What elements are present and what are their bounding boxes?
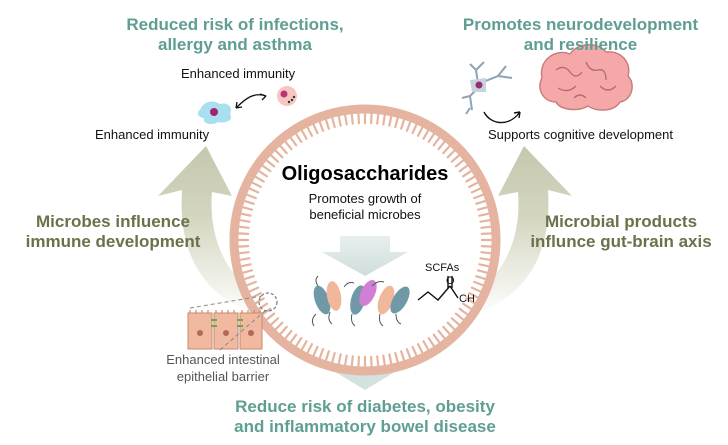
neuro-arrow-icon xyxy=(483,111,521,124)
label-immunity-top: Enhanced immunity xyxy=(181,66,296,81)
heading-diabetes: Reduce risk of diabetes, obesity and inf… xyxy=(200,397,530,437)
heading-gutbrain-line1: Microbial products xyxy=(544,212,698,231)
heading-infections-line1: Reduced risk of infections, xyxy=(126,15,344,34)
center-subtitle: Promotes growth of beneficial microbes xyxy=(265,191,465,223)
brain-icon xyxy=(539,44,633,111)
neuron-icon xyxy=(461,61,513,115)
heading-diabetes-line2: and inflammatory bowel disease xyxy=(234,417,496,436)
immune-cell-side-icon xyxy=(197,101,232,125)
microbe xyxy=(377,285,395,315)
arrowhead xyxy=(513,111,521,119)
flagella xyxy=(311,275,402,327)
label-cognitive: Supports cognitive development xyxy=(488,127,674,142)
center-down-arrow xyxy=(322,236,408,276)
heading-gutbrain-line2: influnce gut-brain axis xyxy=(530,232,712,251)
label-immunity-side: Enhanced immunity xyxy=(95,127,210,142)
heading-neuro-line1: Promotes neurodevelopment xyxy=(462,15,699,34)
immune-cell-top-icon xyxy=(277,86,297,106)
microbe-cluster xyxy=(311,275,410,327)
heading-immune-line1: Microbes influence xyxy=(36,212,190,231)
heading-infections: Reduced risk of infections, allergy and … xyxy=(105,15,365,55)
heading-infections-line2: allergy and asthma xyxy=(157,35,312,54)
scfa-molecule xyxy=(417,276,459,301)
left-curved-arrow xyxy=(158,146,268,318)
arrowheads xyxy=(235,93,267,109)
heading-gut-brain: Microbial products influnce gut-brain ax… xyxy=(516,212,726,252)
interaction-arrow-icon xyxy=(235,94,267,109)
label-barrier-line2: epithelial barrier xyxy=(176,369,270,384)
epithelial-barrier-icon xyxy=(187,292,278,351)
villi-spikes xyxy=(236,111,494,369)
heading-neuro-line2: and resilience xyxy=(523,35,638,54)
microbe xyxy=(313,285,331,315)
label-barrier: Enhanced intestinal epithelial barrier xyxy=(148,351,298,385)
right-curved-arrow xyxy=(462,146,572,318)
heading-neurodevelopment: Promotes neurodevelopment and resilience xyxy=(448,15,713,55)
label-barrier-line1: Enhanced intestinal xyxy=(166,352,280,367)
center-subtitle-line1: Promotes growth of xyxy=(308,191,422,206)
microbe xyxy=(359,279,377,307)
heading-diabetes-line1: Reduce risk of diabetes, obesity xyxy=(235,397,495,416)
center-title: Oligosaccharides xyxy=(281,163,449,185)
microbe xyxy=(326,281,342,311)
label-scfa-ch: CH xyxy=(459,293,475,305)
center-subtitle-line2: beneficial microbes xyxy=(309,207,421,222)
label-scfa-o: O xyxy=(446,275,455,287)
label-scfas: SCFAs xyxy=(425,262,460,274)
gut-villi xyxy=(236,111,494,369)
heading-immune-development: Microbes influence immune development xyxy=(8,212,218,252)
heading-immune-line2: immune development xyxy=(25,232,201,251)
microbe xyxy=(390,286,410,314)
